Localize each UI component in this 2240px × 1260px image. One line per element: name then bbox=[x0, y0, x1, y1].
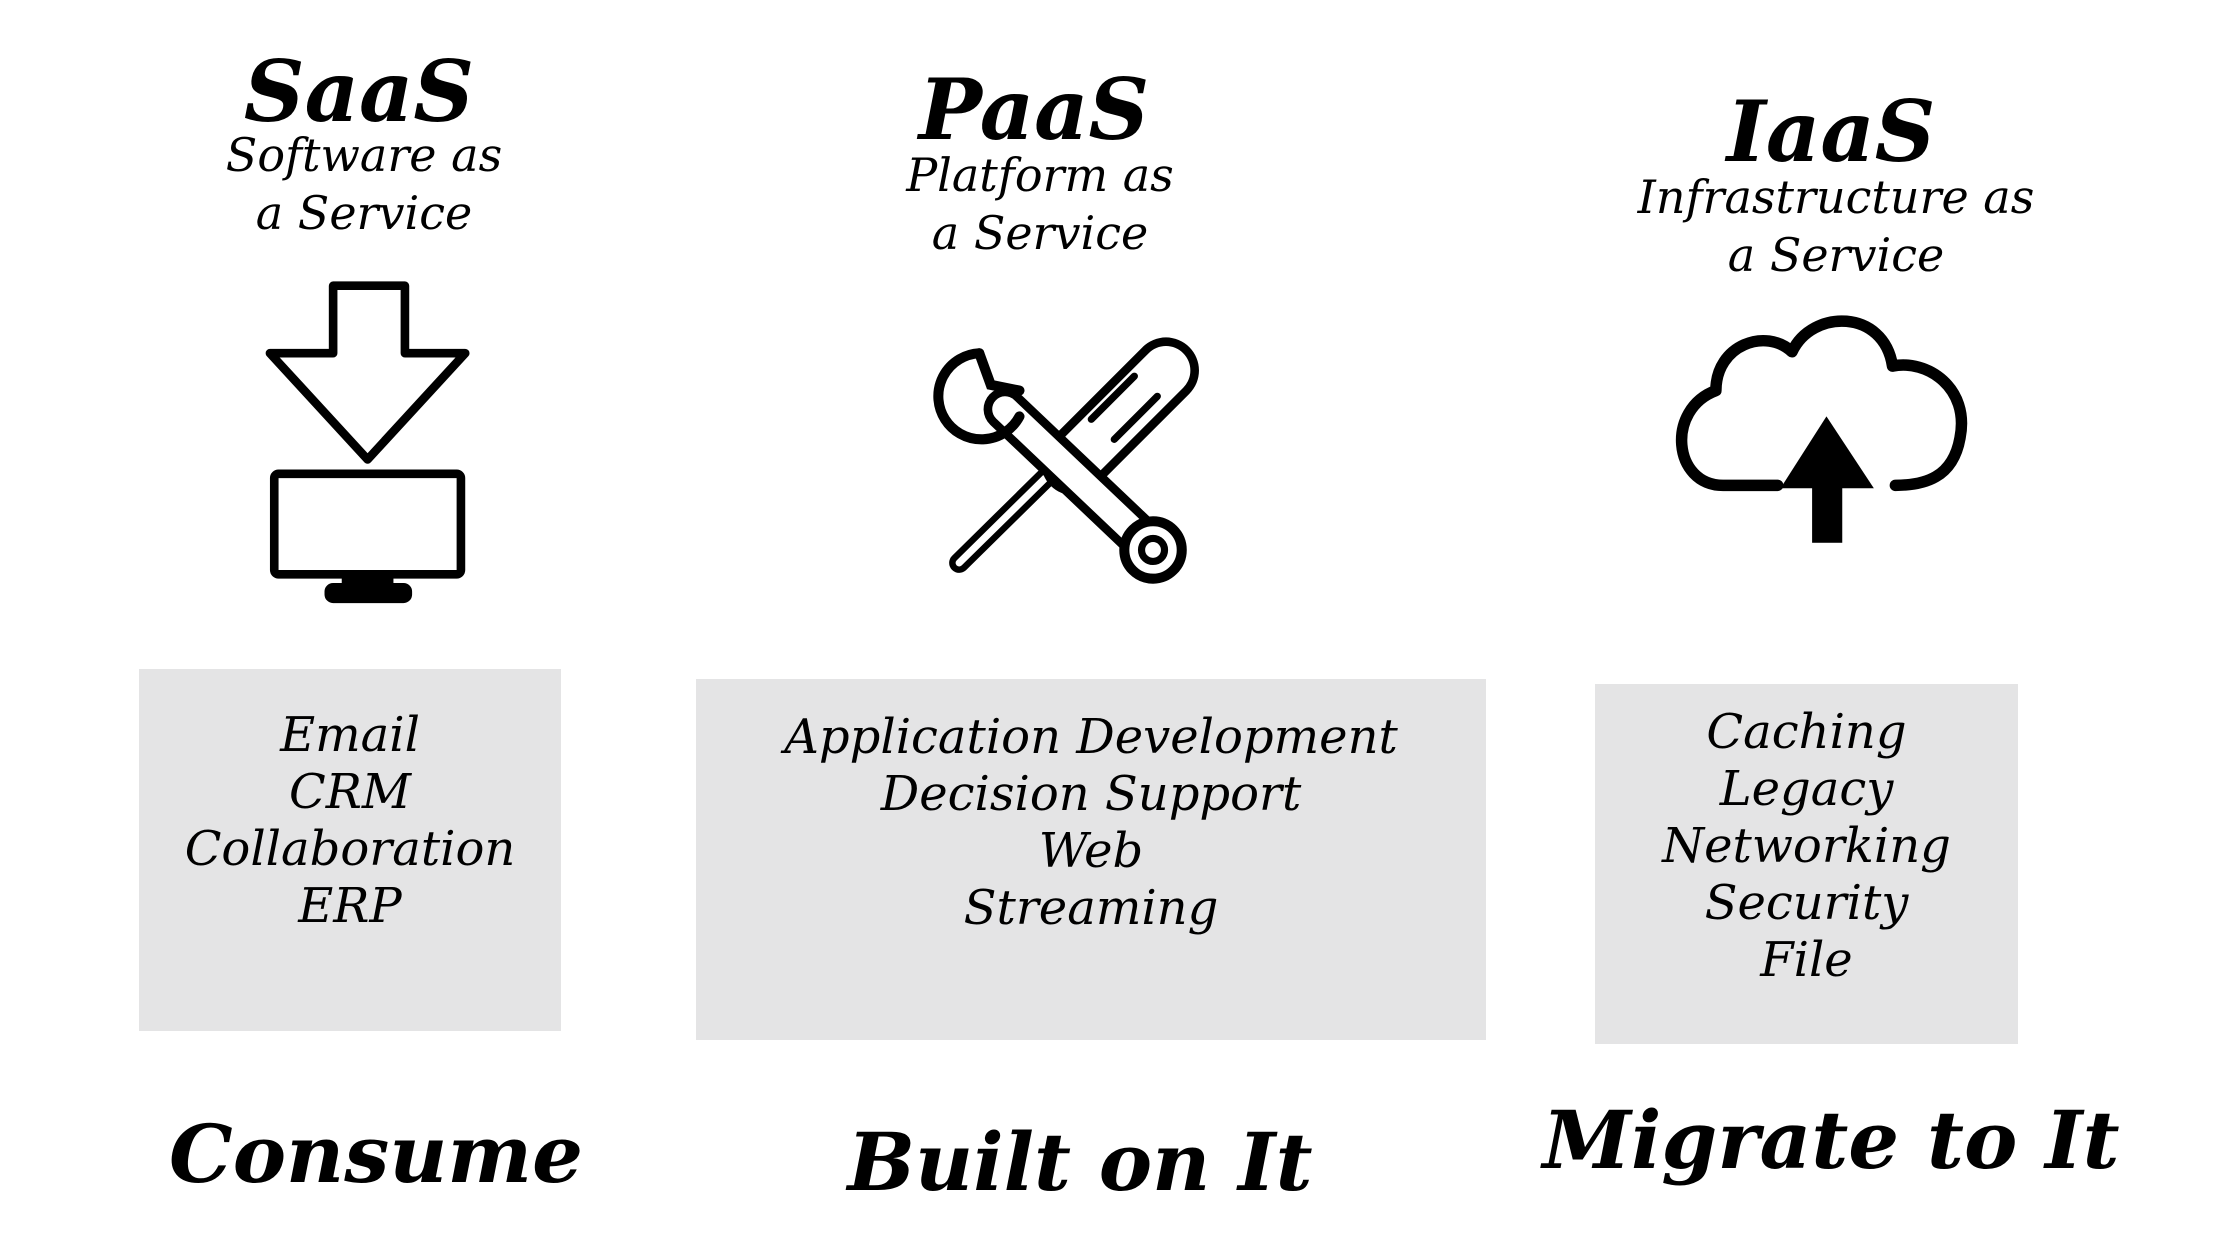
saas-item: Email bbox=[280, 707, 420, 763]
saas-item: CRM bbox=[288, 764, 411, 820]
iaas-subtitle: Infrastructure as a Service bbox=[1638, 168, 2035, 284]
iaas-item: Networking bbox=[1662, 818, 1951, 874]
iaas-item: Security bbox=[1704, 875, 1909, 931]
iaas-examples-box: Caching Legacy Networking Security File bbox=[1595, 684, 2018, 1044]
paas-item: Streaming bbox=[963, 880, 1219, 936]
paas-subtitle-line: Platform as bbox=[906, 148, 1174, 202]
saas-item: ERP bbox=[298, 878, 402, 934]
paas-item: Application Development bbox=[784, 709, 1398, 765]
paas-subtitle-line: a Service bbox=[931, 206, 1149, 260]
iaas-action-label: Migrate to It bbox=[1542, 1093, 2120, 1187]
saas-subtitle-line: Software as bbox=[225, 128, 503, 182]
iaas-subtitle-line: a Service bbox=[1727, 228, 1945, 282]
iaas-item: File bbox=[1760, 932, 1853, 988]
saas-subtitle-line: a Service bbox=[255, 186, 473, 240]
paas-action-label: Built on It bbox=[847, 1115, 1313, 1209]
paas-title: PaaS bbox=[918, 60, 1150, 159]
download-to-monitor-icon bbox=[265, 281, 470, 604]
paas-examples-box: Application Development Decision Support… bbox=[696, 679, 1486, 1040]
iaas-item: Caching bbox=[1706, 704, 1907, 760]
iaas-item: Legacy bbox=[1719, 761, 1894, 817]
saas-item: Collaboration bbox=[184, 821, 516, 877]
saas-action-label: Consume bbox=[169, 1107, 583, 1201]
paas-item: Decision Support bbox=[880, 766, 1302, 822]
iaas-title: IaaS bbox=[1726, 82, 1936, 181]
wrench-screwdriver-icon bbox=[933, 337, 1199, 584]
saas-title: SaaS bbox=[243, 42, 475, 141]
saas-subtitle: Software as a Service bbox=[226, 126, 502, 242]
paas-item: Web bbox=[1038, 823, 1144, 879]
paas-subtitle: Platform as a Service bbox=[906, 146, 1174, 262]
iaas-subtitle-line: Infrastructure as bbox=[1637, 170, 2035, 224]
saas-examples-box: Email CRM Collaboration ERP bbox=[139, 669, 561, 1031]
cloud-upload-icon bbox=[1676, 315, 1968, 543]
